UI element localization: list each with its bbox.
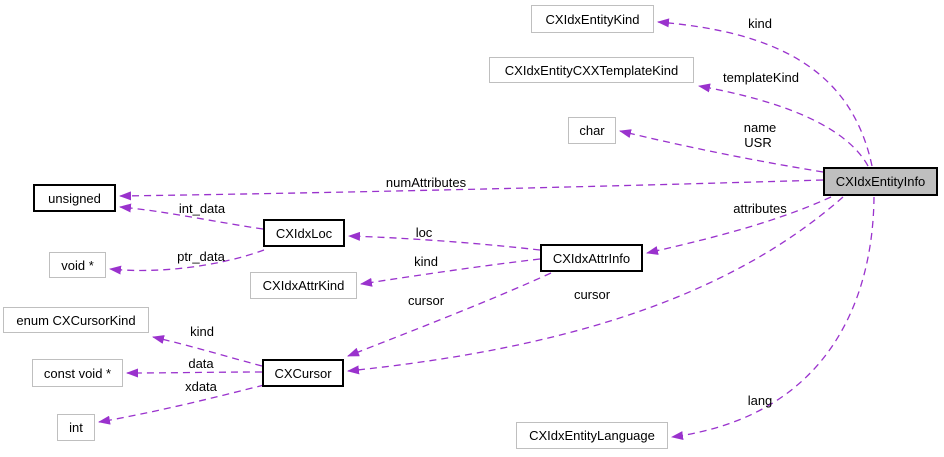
edge-label-data: data	[188, 356, 214, 371]
edge-attributes	[646, 196, 832, 255]
node-cxidxattrkind: CXIdxAttrKind	[250, 272, 357, 299]
edge-label-cursor-attr: cursor	[407, 293, 445, 308]
edge-template-kind	[698, 83, 869, 167]
node-cxidxentitycxxtemplatekind: CXIdxEntityCXXTemplateKind	[489, 57, 694, 83]
edge-num-attributes	[119, 179, 824, 201]
node-cxidxattrinfo[interactable]: CXIdxAttrInfo	[540, 244, 643, 272]
node-cxidxentityinfo-main: CXIdxEntityInfo	[823, 167, 938, 196]
edge-label-loc: loc	[415, 225, 433, 240]
edge-kind-cursor	[152, 335, 263, 367]
edge-lang	[671, 196, 875, 440]
edge-label-attributes: attributes	[733, 201, 787, 216]
edge-label-name: name	[743, 120, 777, 135]
edge-label-template-kind: templateKind	[723, 70, 799, 85]
edge-data	[126, 368, 263, 378]
edge-label-kind-attr: kind	[414, 254, 438, 269]
node-cxidxloc[interactable]: CXIdxLoc	[263, 219, 345, 247]
edge-label-num-attributes: numAttributes	[385, 175, 467, 190]
node-cxidxentitykind: CXIdxEntityKind	[531, 5, 654, 33]
edge-label-ptr-data: ptr_data	[177, 249, 225, 264]
edge-loc	[348, 231, 541, 251]
edge-cursor-attr	[347, 272, 552, 357]
edge-name-usr	[619, 129, 824, 173]
edge-ptr-data	[109, 249, 265, 275]
edge-label-lang: lang	[747, 393, 773, 408]
edge-cursor-entity	[347, 196, 844, 375]
node-cxcursor[interactable]: CXCursor	[262, 359, 344, 387]
edge-kind	[657, 18, 873, 167]
node-int: int	[57, 414, 95, 441]
edge-label-kind-top: kind	[748, 16, 772, 31]
edge-xdata	[98, 384, 265, 425]
node-char: char	[568, 117, 616, 144]
edge-label-cursor-entity: cursor	[573, 287, 611, 302]
edge-label-int-data: int_data	[178, 201, 226, 216]
edge-kind-attr	[360, 258, 541, 287]
edge-int-data	[119, 203, 264, 230]
node-void-pointer: void *	[49, 252, 106, 278]
edge-label-xdata: xdata	[185, 379, 217, 394]
node-enum-cxcursorkind: enum CXCursorKind	[3, 307, 149, 333]
edge-label-usr: USR	[744, 135, 772, 150]
node-unsigned[interactable]: unsigned	[33, 184, 116, 212]
node-cxidxentitylanguage: CXIdxEntityLanguage	[516, 422, 668, 449]
edge-label-kind-cursor: kind	[190, 324, 214, 339]
node-const-void-pointer: const void *	[32, 359, 123, 387]
